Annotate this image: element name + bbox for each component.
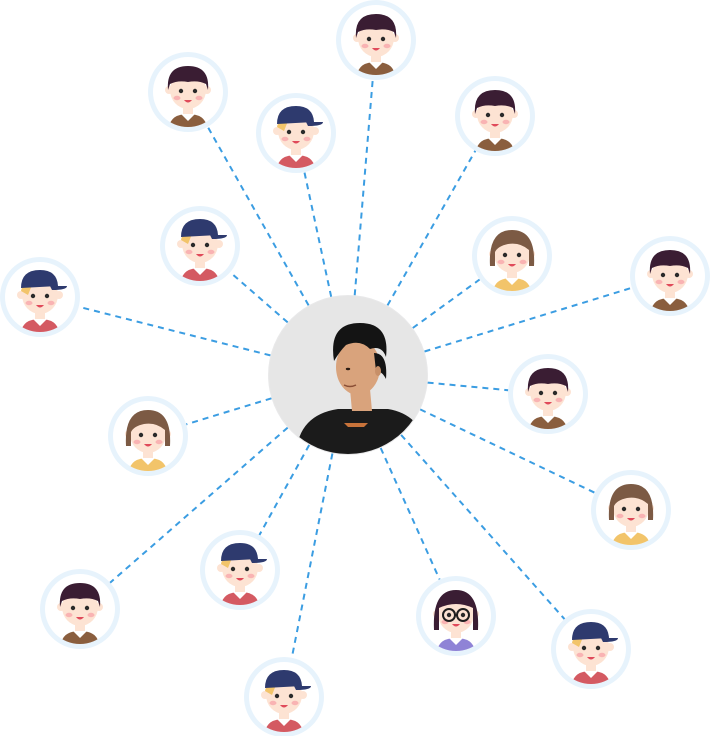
avatar-node-n2[interactable] [148, 52, 228, 132]
avatar-node-n8[interactable] [0, 257, 80, 337]
avatar-node-n13[interactable] [200, 530, 280, 610]
connector-line [290, 453, 334, 658]
boy-dark-hair-icon [353, 14, 399, 75]
avatar-node-n10[interactable] [508, 354, 588, 434]
connector-line [412, 278, 481, 329]
girl-brown-hair-icon [125, 410, 171, 471]
avatar-node-n3[interactable] [256, 93, 336, 173]
avatar-node-n15[interactable] [551, 609, 631, 689]
connector-lines [78, 79, 633, 658]
connector-line [78, 305, 271, 357]
boy-dark-hair-icon [57, 583, 103, 644]
connector-line [258, 444, 311, 536]
boy-dark-hair-icon [647, 250, 693, 311]
connector-line [424, 286, 633, 353]
connector-line [379, 447, 441, 580]
avatar-node-n7[interactable] [630, 236, 710, 316]
boy-dark-hair-icon [165, 66, 211, 127]
connector-line [303, 171, 333, 298]
connector-line [353, 79, 374, 296]
avatar-node-n6[interactable] [472, 216, 552, 296]
connector-line [186, 397, 272, 426]
connector-line [386, 150, 477, 306]
avatar-node-n11[interactable] [591, 470, 671, 550]
avatar-node-n1[interactable] [336, 0, 416, 80]
boy-dark-hair-icon [472, 90, 518, 151]
girl-brown-hair-icon [489, 230, 535, 291]
connector-line [400, 434, 566, 620]
avatar-node-n12[interactable] [40, 569, 120, 649]
avatar-node-n16[interactable] [244, 657, 324, 736]
central-hub[interactable] [268, 295, 428, 455]
avatar-node-n5[interactable] [160, 206, 240, 286]
person-photo-icon [269, 296, 427, 454]
connector-line [206, 126, 310, 306]
connector-line [229, 271, 289, 324]
connector-line [427, 381, 509, 392]
girl-glasses-icon [433, 590, 479, 651]
boy-cap-icon [273, 106, 323, 168]
girl-brown-hair-icon [608, 484, 654, 545]
avatar-node-n14[interactable] [416, 576, 496, 656]
avatar-node-n4[interactable] [455, 76, 535, 156]
boy-dark-hair-icon [525, 368, 571, 429]
avatar-node-n9[interactable] [108, 396, 188, 476]
